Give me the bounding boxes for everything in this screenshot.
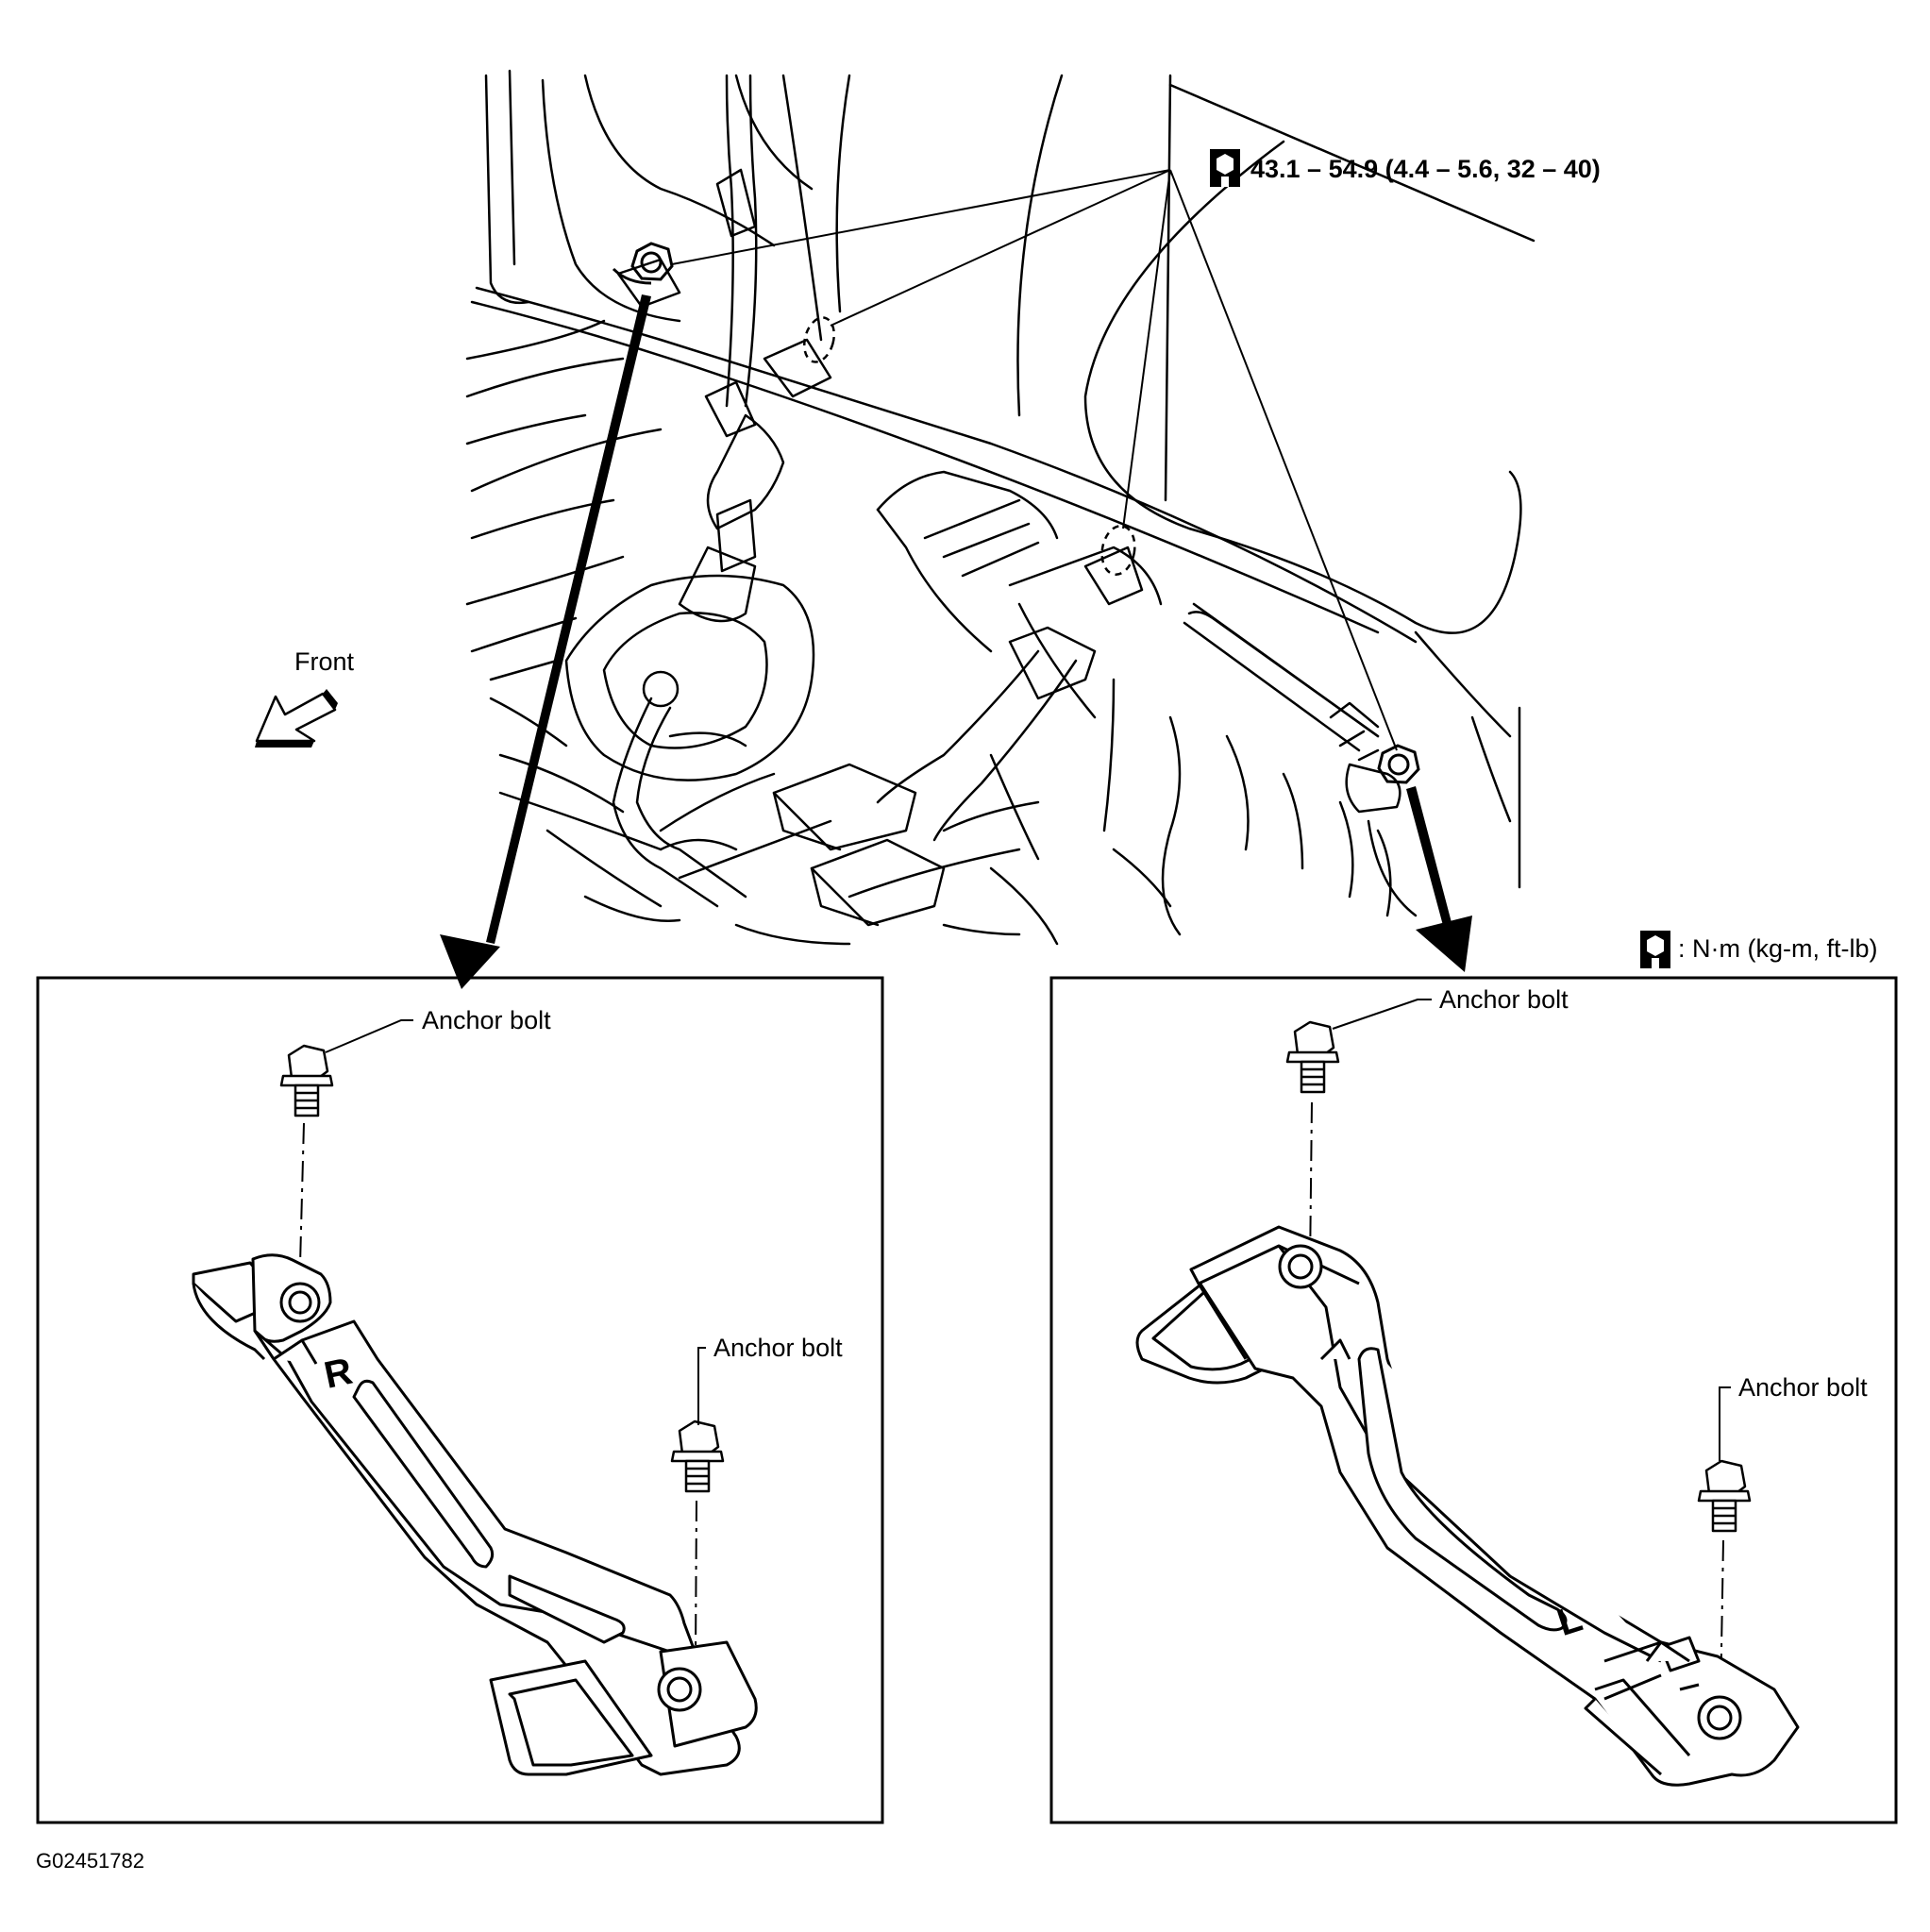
retainer-marker-right — [1100, 524, 1136, 577]
leader-upper-left — [325, 1019, 413, 1053]
legend-text: : N·m (kg-m, ft-lb) — [1678, 934, 1877, 963]
front-label: Front — [294, 647, 355, 676]
leader-upper-right — [1332, 999, 1432, 1030]
anchor-bolt-lower-right — [1697, 1459, 1752, 1533]
torque-callout: 43.1 – 54.9 (4.4 – 5.6, 32 – 40) — [1210, 149, 1601, 187]
front-arrow-icon — [255, 692, 337, 743]
leader-lower-right — [1719, 1386, 1731, 1461]
figure-code: G02451782 — [36, 1849, 144, 1873]
torque-leader-lines — [671, 169, 1398, 751]
leader-lower-left — [697, 1347, 706, 1425]
anchor-bolt-label-upper-left: Anchor bolt — [422, 1006, 551, 1034]
centerline-lower-right — [1720, 1539, 1724, 1705]
anchor-bolt-upper-left — [279, 1044, 334, 1117]
anchor-bolt-label-lower-left: Anchor bolt — [713, 1334, 843, 1362]
anchor-bolt-upper-right — [1285, 1020, 1340, 1094]
right-detail-panel: Anchor bolt Anchor bolt — [1049, 976, 1898, 1824]
torque-wrench-icon — [1640, 931, 1670, 968]
anchor-bracket-r — [192, 1253, 758, 1776]
pointer-arrow-left — [486, 294, 651, 944]
bolt-head-right — [1377, 744, 1420, 784]
torque-spec-text: 43.1 – 54.9 (4.4 – 5.6, 32 – 40) — [1250, 155, 1601, 183]
anchor-bracket-l — [1135, 1225, 1800, 1787]
retainer-markers — [802, 316, 1136, 577]
torque-legend: : N·m (kg-m, ft-lb) — [1640, 931, 1877, 968]
left-detail-panel: Anchor bolt Anchor bolt — [36, 976, 884, 1824]
pointer-arrows — [440, 294, 1472, 989]
anchor-bolt-label-upper-right: Anchor bolt — [1439, 985, 1569, 1014]
torque-wrench-icon — [1210, 149, 1240, 187]
anchor-bolt-lower-left — [670, 1420, 725, 1493]
bolt-head-left — [612, 242, 674, 285]
front-indicator: Front — [255, 647, 355, 748]
pointer-arrow-right — [1406, 786, 1453, 932]
anchor-bolt-label-lower-right: Anchor bolt — [1738, 1373, 1868, 1402]
retainer-marker-left — [802, 316, 836, 363]
centerline-upper-left — [299, 1122, 305, 1266]
centerline-upper-right — [1309, 1101, 1313, 1270]
